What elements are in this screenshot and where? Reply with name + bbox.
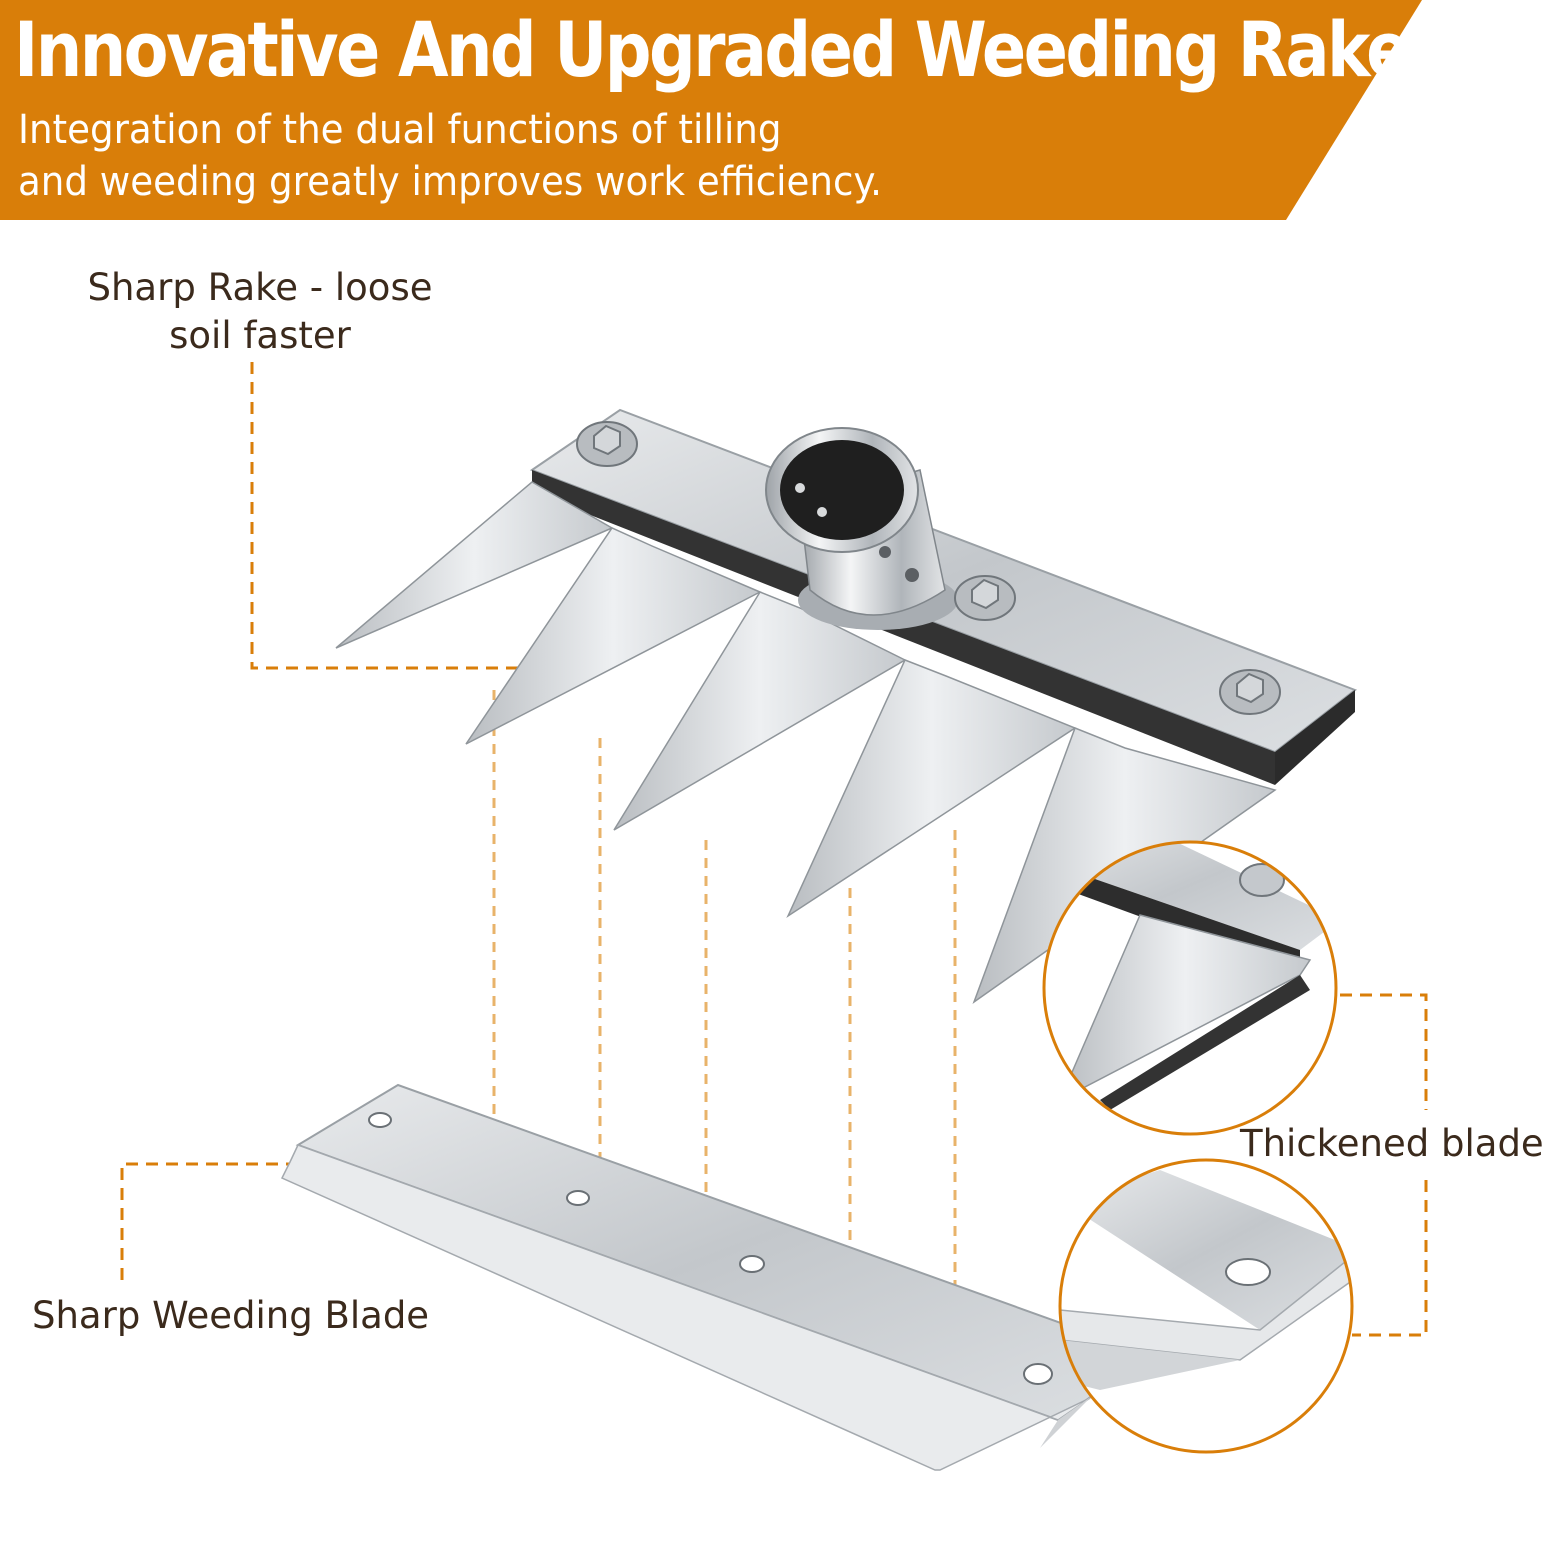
callout-sharp-rake-line2: soil faster — [169, 314, 351, 357]
callout-thickened-blade: Thickened blade — [1240, 1122, 1544, 1165]
banner-title: Innovative And Upgraded Weeding Rake — [14, 5, 1410, 94]
thick-callout-line-bottom — [1352, 1180, 1428, 1337]
header-banner: Innovative And Upgraded Weeding Rake Int… — [0, 0, 1568, 220]
banner-subtitle-line2: and weeding greatly improves work effici… — [18, 159, 882, 205]
callout-weeding-blade: Sharp Weeding Blade — [32, 1294, 430, 1337]
weeding-blade-illustration — [280, 1083, 1153, 1471]
rake-head-illustration — [335, 408, 1358, 1004]
banner-subtitle: Integration of the dual functions of til… — [18, 104, 882, 208]
zoom-circle-rake — [1042, 840, 1338, 1136]
callout-sharp-rake-line1: Sharp Rake - loose — [87, 266, 433, 309]
thick-callout-line-top — [1340, 993, 1428, 1110]
banner-subtitle-line1: Integration of the dual functions of til… — [18, 107, 782, 153]
banner-background — [0, 0, 1422, 220]
callout-sharp-rake: Sharp Rake - loose soil faster — [80, 264, 440, 360]
zoom-circle-blade — [1058, 1158, 1354, 1454]
rake-callout-line — [250, 362, 572, 670]
bolt-icon — [576, 421, 1281, 715]
